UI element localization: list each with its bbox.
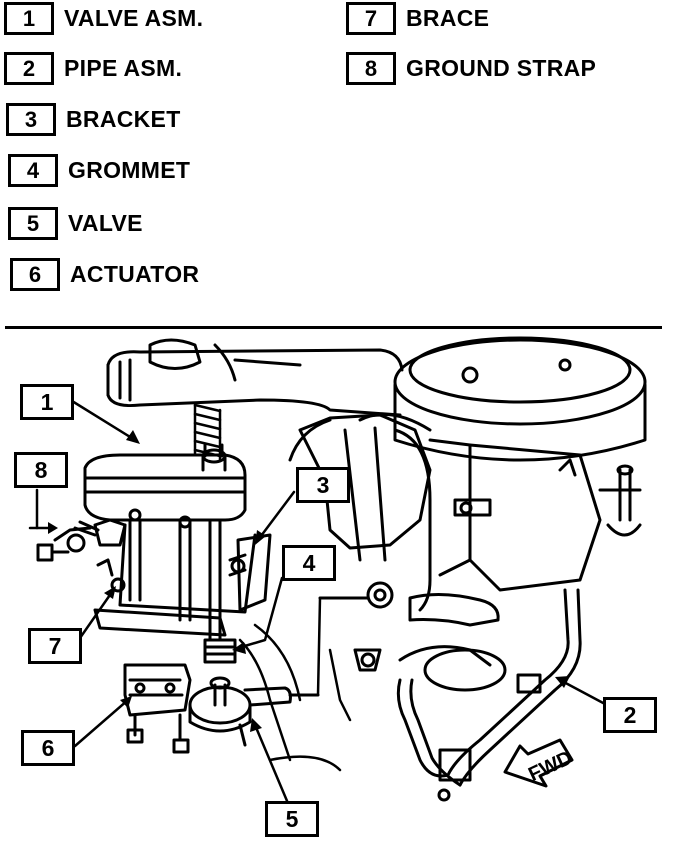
brace-drawing — [93, 518, 227, 637]
legend-item-6: 6 ACTUATOR — [10, 258, 199, 291]
legend-item-7: 7 BRACE — [346, 2, 489, 35]
legend-item-2: 2 PIPE ASM. — [4, 52, 182, 85]
legend-item-5: 5 VALVE — [8, 207, 143, 240]
legend-number-box: 5 — [8, 207, 58, 240]
legend-label: GROUND STRAP — [406, 55, 597, 81]
vacuum-valve-drawing — [188, 676, 320, 747]
legend-number-box: 6 — [10, 258, 60, 291]
callout-7: 7 — [28, 628, 82, 664]
legend-label: BRACE — [406, 5, 490, 31]
callout-6: 6 — [21, 730, 75, 766]
legend-label: PIPE ASM. — [64, 55, 183, 81]
ground-strap-drawing — [36, 520, 100, 562]
fwd-label: FWD — [525, 747, 576, 786]
legend-item-8: 8 GROUND STRAP — [346, 52, 596, 85]
legend-number-box: 7 — [346, 2, 396, 35]
legend-label: GROMMET — [68, 157, 191, 183]
legend-item-4: 4 GROMMET — [8, 154, 190, 187]
forward-direction-arrow — [503, 738, 574, 788]
callout-2: 2 — [603, 697, 657, 733]
callout-4: 4 — [282, 545, 336, 581]
actuator-drawing — [123, 663, 192, 754]
distributor-drawing — [288, 412, 432, 612]
callout-5: 5 — [265, 801, 319, 837]
legend-label: VALVE ASM. — [64, 5, 204, 31]
callout-3: 3 — [296, 467, 350, 503]
carburetor-drawing — [428, 438, 642, 592]
callout-1: 1 — [20, 384, 74, 420]
legend-label: VALVE — [68, 210, 143, 236]
pipe-assembly-drawing — [396, 588, 582, 802]
legend-number-box: 2 — [4, 52, 54, 85]
legend-item-3: 3 BRACKET — [6, 103, 181, 136]
legend-item-1: 1 VALVE ASM. — [4, 2, 203, 35]
leader-arrowheads — [48, 430, 570, 732]
legend-label: BRACKET — [66, 106, 181, 132]
legend-label: ACTUATOR — [70, 261, 200, 287]
callout-8: 8 — [14, 452, 68, 488]
vacuum-hose-drawing — [318, 581, 500, 627]
legend-number-box: 3 — [6, 103, 56, 136]
air-intake-duct-drawing — [106, 338, 404, 417]
legend-number-box: 8 — [346, 52, 396, 85]
throttle-body-stud-drawing — [353, 648, 382, 672]
legend-number-box: 4 — [8, 154, 58, 187]
leader-lines — [28, 399, 622, 810]
section-divider — [5, 326, 662, 329]
legend-number-box: 1 — [4, 2, 54, 35]
grommet-drawing — [203, 638, 237, 664]
